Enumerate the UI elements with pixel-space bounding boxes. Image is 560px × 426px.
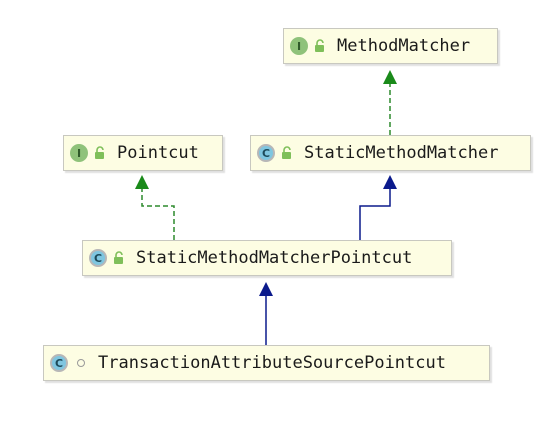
hollow-circle-icon <box>77 359 85 367</box>
node-label: MethodMatcher <box>337 36 471 56</box>
edge-staticmethodmatcherpointcut-to-pointcut <box>135 175 175 240</box>
unlocked-padlock-icon <box>114 251 123 264</box>
node-label: TransactionAttributeSourcePointcut <box>98 353 446 373</box>
node-label: StaticMethodMatcherPointcut <box>136 248 413 268</box>
node-methodmatcher[interactable]: I MethodMatcher <box>283 28 498 64</box>
unlocked-padlock-icon <box>315 39 324 52</box>
interface-badge-icon: I <box>70 144 88 162</box>
class-badge-icon: C <box>257 144 275 162</box>
edge-transactionattributesourcepointcut-to-staticmethodmatcherpointcut <box>259 282 273 345</box>
node-staticmethodmatcher[interactable]: C StaticMethodMatcher <box>250 135 531 171</box>
class-badge-icon: C <box>89 249 107 267</box>
class-badge-icon: C <box>50 354 68 372</box>
node-label: Pointcut <box>117 143 199 163</box>
node-staticmethodmatcherpointcut[interactable]: C StaticMethodMatcherPointcut <box>82 240 452 276</box>
edge-staticmethodmatcherpointcut-to-staticmethodmatcher <box>359 175 397 240</box>
unlocked-padlock-icon <box>95 146 104 159</box>
node-pointcut[interactable]: I Pointcut <box>63 135 223 171</box>
unlocked-padlock-icon <box>282 146 291 159</box>
interface-badge-icon: I <box>290 37 308 55</box>
node-label: StaticMethodMatcher <box>304 143 499 163</box>
node-transactionattributesourcepointcut[interactable]: C TransactionAttributeSourcePointcut <box>43 345 490 381</box>
edge-staticmethodmatcher-to-methodmatcher <box>383 70 397 135</box>
